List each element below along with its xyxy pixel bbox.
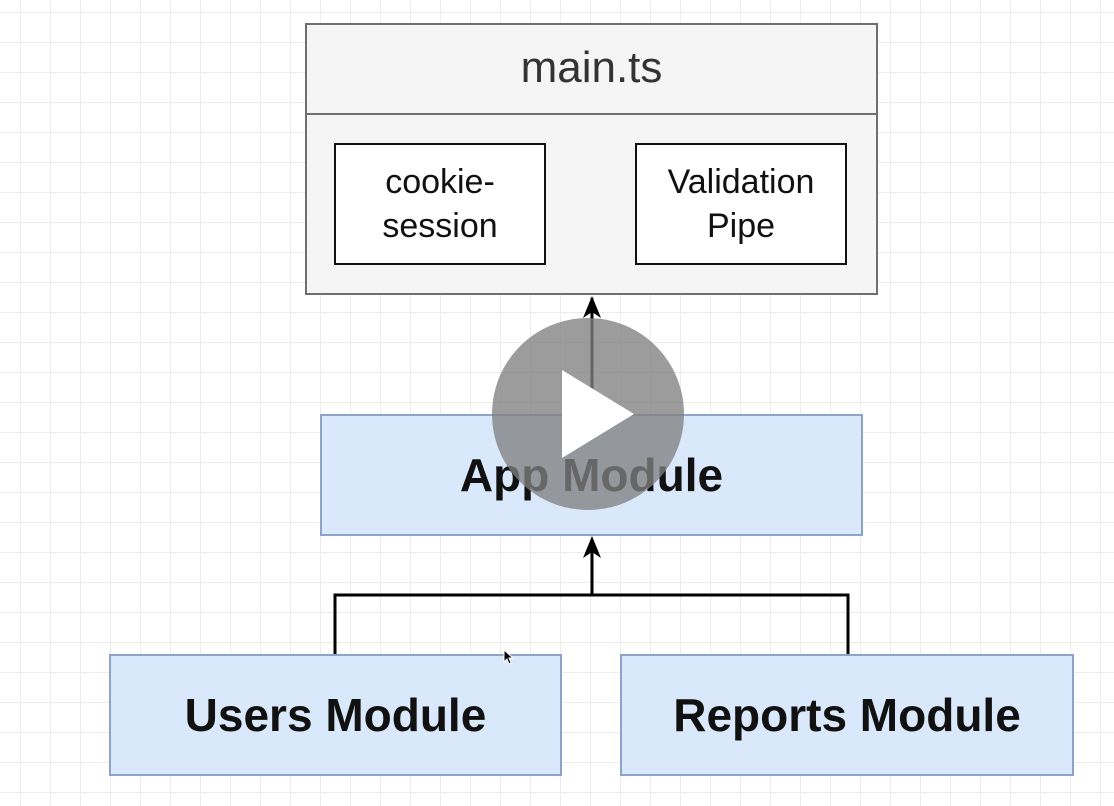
app-to-main-arrowhead <box>583 296 601 318</box>
validation-pipe-line-2: Pipe <box>706 207 776 245</box>
users-module-box: Users Module <box>109 654 562 776</box>
play-button[interactable] <box>492 318 684 510</box>
modules-to-app-arrowhead <box>583 536 601 558</box>
mouse-cursor-icon <box>503 649 515 665</box>
reports-module-box: Reports Module <box>620 654 1074 776</box>
play-icon <box>562 370 634 458</box>
validation-pipe-line-1: Validation <box>667 163 815 201</box>
cookie-session-line-1: cookie- <box>385 163 495 201</box>
cookie-session-box: cookie- session <box>334 143 546 265</box>
modules-to-app-connector <box>333 593 850 654</box>
validation-pipe-box: Validation Pipe <box>635 143 847 265</box>
main-ts-title: main.ts <box>305 23 878 115</box>
cookie-session-line-2: session <box>382 207 498 245</box>
